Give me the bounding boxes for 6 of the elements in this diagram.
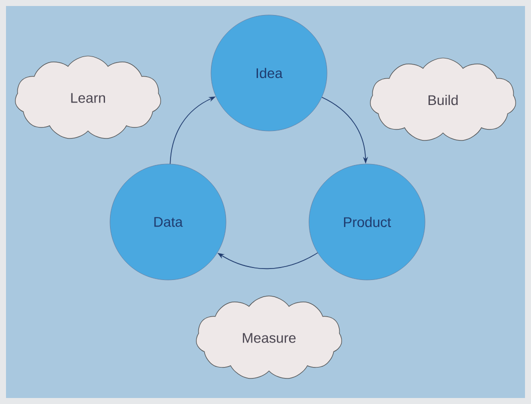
- cloud-node: Build: [370, 58, 516, 141]
- cloud-node: Measure: [196, 296, 342, 379]
- cloud-node: Learn: [15, 56, 161, 139]
- circle-node: Product: [308, 164, 426, 280]
- circle-node: Idea: [210, 14, 328, 132]
- circle-node: Data: [110, 164, 226, 280]
